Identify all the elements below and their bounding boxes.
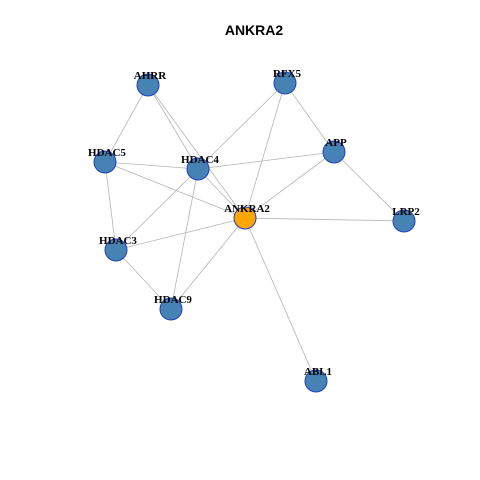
node-label-app: APP (325, 137, 347, 149)
node-hdac9: HDAC9 (154, 294, 192, 321)
node-circle-rfx5 (273, 71, 297, 95)
edge-layer (104, 82, 405, 382)
edge-ankra2-hdac3 (115, 217, 246, 251)
node-label-hdac9: HDAC9 (154, 294, 192, 306)
node-lrp2: LRP2 (392, 206, 420, 233)
node-label-rfx5: RFX5 (273, 68, 302, 80)
diagram-title: ANKRA2 (225, 22, 284, 38)
edge-ankra2-hdac9 (170, 217, 246, 310)
node-label-hdac3: HDAC3 (99, 235, 137, 247)
edge-hdac4-app (197, 151, 335, 170)
edge-hdac5-hdac3 (104, 161, 117, 251)
node-hdac3: HDAC3 (99, 235, 137, 262)
node-circle-hdac4 (186, 157, 210, 181)
node-circle-ankra2 (233, 206, 257, 230)
edge-hdac5-hdac4 (104, 161, 199, 170)
node-ahrr: AHRR (134, 70, 167, 97)
node-label-hdac5: HDAC5 (88, 147, 126, 159)
edge-ankra2-app (244, 151, 335, 219)
edge-ankra2-abl1 (244, 217, 317, 382)
node-label-ahrr: AHRR (134, 70, 167, 82)
node-circle-app (322, 140, 346, 164)
node-abl1: ABL1 (304, 366, 332, 393)
edge-ahrr-hdac4 (147, 84, 199, 170)
node-label-hdac4: HDAC4 (181, 154, 219, 166)
edge-ankra2-rfx5 (244, 82, 286, 219)
node-circle-hdac3 (104, 238, 128, 262)
node-circle-hdac5 (93, 150, 117, 174)
node-app: APP (322, 137, 347, 164)
node-rfx5: RFX5 (273, 68, 302, 95)
edge-rfx5-hdac4 (197, 82, 286, 170)
edge-hdac3-hdac9 (115, 249, 172, 310)
edge-hdac4-hdac9 (170, 168, 199, 310)
node-ankra2: ANKRA2 (224, 203, 270, 230)
node-label-abl1: ABL1 (304, 366, 332, 378)
node-hdac5: HDAC5 (88, 147, 126, 174)
edge-ankra2-hdac5 (104, 161, 246, 219)
edge-ankra2-ahrr (147, 84, 246, 219)
edge-ankra2-lrp2 (244, 217, 405, 222)
node-circle-ahrr (136, 73, 160, 97)
node-circle-hdac9 (159, 297, 183, 321)
node-label-lrp2: LRP2 (392, 206, 420, 218)
node-label-ankra2: ANKRA2 (224, 203, 270, 215)
edge-hdac4-hdac3 (115, 168, 199, 251)
node-circle-abl1 (304, 369, 328, 393)
node-hdac4: HDAC4 (181, 154, 219, 181)
edge-app-lrp2 (333, 151, 405, 222)
edge-rfx5-app (284, 82, 335, 153)
edge-ahrr-hdac5 (104, 84, 149, 163)
node-circle-lrp2 (392, 209, 416, 233)
